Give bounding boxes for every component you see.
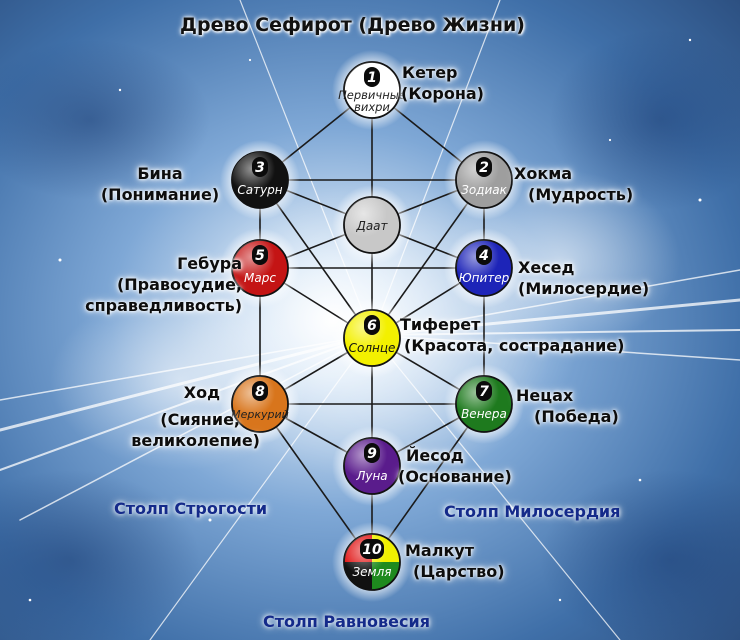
sefirah-number-badge [360, 539, 384, 559]
sefirah-daat: Даат [332, 185, 412, 265]
sefirah-number-badge [476, 157, 492, 177]
sefirah-shine [456, 376, 512, 432]
sefirah-shine [344, 310, 400, 366]
sefirah-shine [232, 152, 288, 208]
label-chesed: Хесед (Милосердие) [518, 258, 650, 298]
sefirah-planet-label: Зодиак [461, 183, 507, 197]
label-hod: Ход (Сияние, великолепие) [131, 383, 260, 450]
sefirah-planet-label: Даат [355, 219, 388, 233]
sefirah-number-badge [364, 443, 380, 463]
label-keter: Кетер (Корона) [401, 63, 484, 103]
sefirah-shine [344, 534, 400, 590]
sefirah-number: 3 [255, 160, 265, 176]
sefirah-planet-label: Земля [352, 565, 391, 579]
sefirah-number-badge [252, 157, 268, 177]
pillar-severity-label: Столп Строгости [114, 499, 268, 518]
sefirah-number-badge [364, 67, 380, 87]
label-netzach: Нецах (Победа) [516, 386, 619, 426]
pillar-balance-label: Столп Равновесия [263, 612, 430, 631]
sefirah-number: 6 [367, 318, 377, 334]
sefirah-number: 10 [362, 542, 382, 558]
sefirah-number-badge [252, 381, 268, 401]
sefirah-number: 4 [478, 248, 489, 264]
label-gevurah: Гебура (Правосудие, справедливость) [85, 254, 242, 315]
sefirah-shine [344, 197, 400, 253]
sefirah-planet-label: Солнце [349, 341, 396, 355]
pillar-mercy-label: Столп Милосердия [444, 502, 621, 521]
sefirah-shine [456, 152, 512, 208]
sefirah-number: 5 [255, 248, 265, 264]
sefirah-planet-label: Юпитер [459, 271, 510, 285]
sefirah-number-badge [476, 245, 492, 265]
label-yesod: Йесод (Основание) [398, 446, 512, 486]
sefirah-shine [344, 62, 400, 118]
sefirah-shine [232, 376, 288, 432]
label-tiferet: Тиферет (Красота, сострадание) [400, 315, 625, 355]
diagram-title: Древо Сефирот (Древо Жизни) [180, 14, 525, 36]
sefirah-shine [232, 240, 288, 296]
sefirah-planet-label: Луна [355, 469, 387, 483]
sefirah-number-badge [252, 245, 268, 265]
sefirah-planet-label: Меркурий [231, 408, 289, 421]
sefirah-number: 7 [479, 384, 489, 400]
sefirah-number: 1 [367, 70, 377, 86]
sefirah-planet-label: Марс [244, 271, 276, 285]
sefirah-planet-label: Венера [461, 407, 507, 421]
sefirah-shine [456, 240, 512, 296]
label-binah: Бина (Понимание) [100, 164, 220, 204]
sefirah-number-badge [364, 315, 380, 335]
sefirah-shine [344, 438, 400, 494]
sefirah-number: 9 [367, 446, 377, 462]
sefirah-number: 2 [479, 160, 489, 176]
label-chokhmah: Хокма (Мудрость) [514, 164, 634, 204]
sefirah-number: 8 [255, 384, 265, 400]
sefirah-planet-label: Сатурн [237, 183, 282, 197]
sefirah-number-badge [476, 381, 492, 401]
label-malkuth: Малкут (Царство) [405, 541, 505, 581]
